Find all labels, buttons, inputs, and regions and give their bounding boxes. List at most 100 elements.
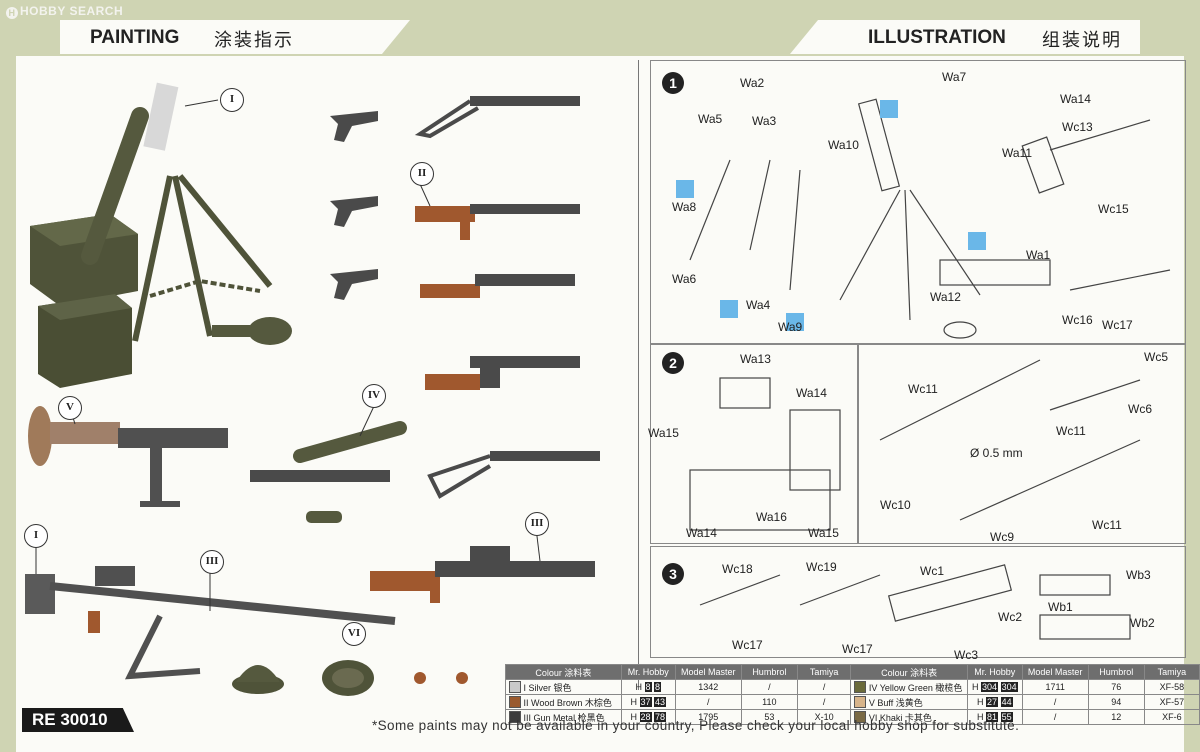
tamiya-code: XF-6 xyxy=(1143,709,1200,725)
revolver-illustrations xyxy=(330,111,378,300)
humbrol-code: 110 xyxy=(740,694,798,710)
swatch-wood-brown xyxy=(509,695,521,708)
part-label-wa8: Wa8 xyxy=(672,200,697,214)
part-label-wb1: Wb1 xyxy=(1048,600,1073,614)
roman-label: II xyxy=(523,697,529,708)
part-label-wa4: Wa4 xyxy=(746,298,771,312)
marker-V-piat: V xyxy=(58,396,82,420)
part-label-wa15-left: Wa15 xyxy=(648,426,679,440)
step-2-badge: 2 xyxy=(662,352,684,374)
assembly-diagrams xyxy=(676,98,1171,640)
paint-row: I Silver 银色 H 8 8 1342 / / IV Yellow Gre… xyxy=(505,679,1200,695)
roman-label: I xyxy=(523,682,527,693)
swatch-yellow-green xyxy=(854,680,867,693)
humbrol-code: 12 xyxy=(1087,709,1145,725)
roman-label: III xyxy=(523,712,532,723)
paint-name: Yellow Green 橄榄色 xyxy=(879,682,963,693)
part-label-wa13: Wa13 xyxy=(740,352,771,366)
painting-tab xyxy=(60,20,410,54)
product-code: RE 30010 xyxy=(22,708,134,732)
roman-label: IV xyxy=(868,682,878,693)
marker-I-boys: I xyxy=(24,524,48,548)
part-label-wa15-right: Wa15 xyxy=(808,526,839,540)
part-label-wc13: Wc13 xyxy=(1062,120,1093,134)
paint-name: Wood Brown 木棕色 xyxy=(531,697,612,708)
part-label-wc10: Wc10 xyxy=(880,498,911,512)
paint-row: III Gun Metal 枪黑色 H 28 78 1795 53 X-10 V… xyxy=(505,709,1200,725)
step-1-drawing xyxy=(689,98,1171,339)
hobby-code: 304 xyxy=(1000,682,1018,692)
paint-table-header: Colour 涂料表 Mr. Hobby Model Master Humbro… xyxy=(505,664,1200,680)
hobby-code: 8 xyxy=(654,682,662,692)
marker-II-smg: II xyxy=(410,162,434,186)
paint-name: Silver 银色 xyxy=(528,682,572,693)
step-2-panel xyxy=(650,344,858,544)
humbrol-code: / xyxy=(740,679,798,695)
swatch-buff xyxy=(854,695,867,708)
part-label-wa14-top: Wa14 xyxy=(796,386,827,400)
illustration-title: ILLUSTRATION xyxy=(868,27,1006,48)
part-label-wc18: Wc18 xyxy=(722,562,753,576)
section-divider xyxy=(638,60,639,690)
model-master-code: / xyxy=(674,694,742,710)
part-label-wb3: Wb3 xyxy=(1126,568,1151,582)
marker-I-mortar: I xyxy=(220,88,244,112)
piat-illustration xyxy=(28,406,228,507)
col-tamiya: Tamiya xyxy=(796,664,852,680)
tamiya-code: X-10 xyxy=(796,709,852,725)
roman-label: V xyxy=(868,697,875,708)
paint-row: II Wood Brown 木棕色 H 37 43 / 110 / V Buff… xyxy=(505,694,1200,710)
marker-IV-mortar: IV xyxy=(362,384,386,408)
model-master-code: 1342 xyxy=(674,679,742,695)
part-label-wc15: Wc15 xyxy=(1098,202,1129,216)
tamiya-code: / xyxy=(796,679,852,695)
left-border xyxy=(0,0,16,752)
part-label-wc14: Wa14 xyxy=(1060,92,1091,106)
part-label-wc2: Wc2 xyxy=(998,610,1022,624)
illustration-title-cn: 组装说明 xyxy=(1042,30,1122,51)
part-label-wc3: Wc3 xyxy=(954,648,978,662)
col-tamiya-2: Tamiya xyxy=(1143,664,1200,680)
part-label-wc17: Wc17 xyxy=(1102,318,1133,332)
marker-III-boys: III xyxy=(200,550,224,574)
part-label-wc6: Wc6 xyxy=(1128,402,1152,416)
part-label-wa11: Wa11 xyxy=(1002,146,1033,160)
part-label-wc11-mid: Wc11 xyxy=(1056,424,1086,438)
col-model-master: Model Master xyxy=(674,664,742,680)
part-label-wa16: Wa16 xyxy=(756,510,787,524)
paint-name: Khaki 卡其色 xyxy=(879,712,932,723)
marker-III-bren: III xyxy=(525,512,549,536)
humbrol-code: 76 xyxy=(1087,679,1145,695)
part-label-wa1: Wa1 xyxy=(1026,248,1051,262)
paint-table: Colour 涂料表 Mr. Hobby Model Master Humbro… xyxy=(505,664,1200,725)
painting-title-cn: 涂装指示 xyxy=(214,30,294,51)
step-3-panel xyxy=(650,546,1186,658)
part-label-wc17-b: Wc17 xyxy=(842,642,873,656)
part-label-wc11-top: Wc11 xyxy=(908,382,938,396)
hobby-code: 28 xyxy=(639,712,652,722)
part-label-wa2: Wa2 xyxy=(740,76,765,90)
instruction-icons xyxy=(676,100,986,331)
tamiya-code: XF-57 xyxy=(1143,694,1200,710)
marker-VI-helmet: VI xyxy=(342,622,366,646)
col-mr-hobby: Mr. Hobby xyxy=(620,664,676,680)
col-humbrol-2: Humbrol xyxy=(1087,664,1145,680)
logo-icon: H xyxy=(6,7,18,19)
part-label-wc19: Wc19 xyxy=(806,560,837,574)
part-label-wb2: Wb2 xyxy=(1130,616,1155,630)
part-label-wc5: Wc5 xyxy=(1144,350,1168,364)
col-mr-hobby-2: Mr. Hobby xyxy=(967,664,1023,680)
step-3-badge: 3 xyxy=(662,563,684,585)
painting-title: PAINTING xyxy=(90,27,180,48)
col-humbrol: Humbrol xyxy=(740,664,798,680)
drill-size-label: Ø 0.5 mm xyxy=(970,446,1023,460)
helmet-illustrations xyxy=(232,660,468,696)
two-inch-mortar-illustration xyxy=(250,421,407,523)
hobby-code: 8 xyxy=(644,682,652,692)
part-label-wc17-a: Wc17 xyxy=(732,638,763,652)
step-2-drawing xyxy=(689,377,841,531)
part-label-wa9: Wa9 xyxy=(778,320,803,334)
part-label-wa5: Wa5 xyxy=(698,112,723,126)
